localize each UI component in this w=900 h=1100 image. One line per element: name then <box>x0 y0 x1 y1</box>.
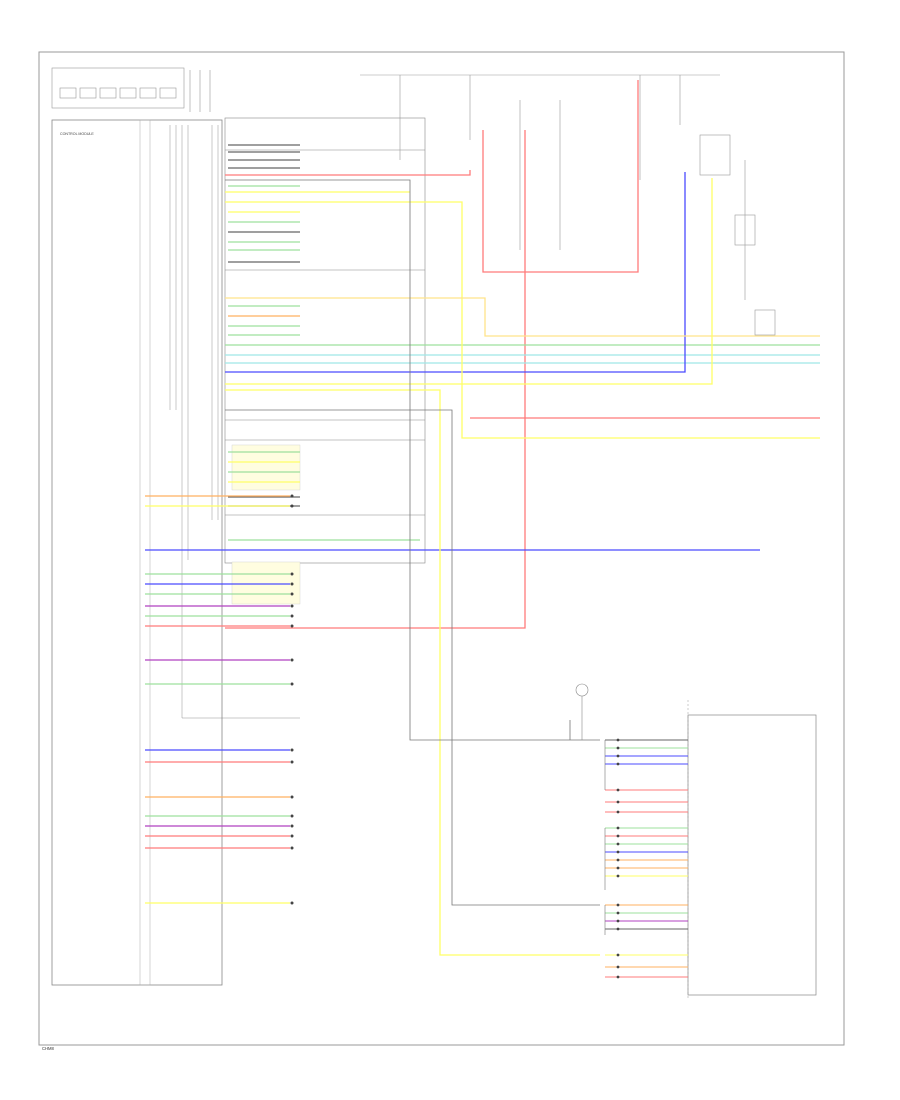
pin-terminal <box>616 953 620 957</box>
pin-terminal <box>616 800 620 804</box>
wire-terminal <box>290 624 294 628</box>
pin-terminal <box>616 842 620 846</box>
pin-terminal <box>616 858 620 862</box>
lower-left-wires <box>145 494 294 905</box>
pin-terminal <box>616 911 620 915</box>
wire-terminal <box>290 582 294 586</box>
ground-symbol <box>575 683 589 740</box>
red-wire-1 <box>225 170 471 176</box>
pin-terminal <box>616 754 620 758</box>
pin-terminal <box>616 762 620 766</box>
pin-terminal <box>616 810 620 814</box>
harness-bundle <box>169 125 300 719</box>
wire-terminal <box>290 824 294 828</box>
wire-terminal <box>290 494 294 498</box>
pin-terminal <box>616 927 620 931</box>
wire-terminal <box>290 748 294 752</box>
pin-terminal <box>616 746 620 750</box>
yellow-wire-3 <box>225 297 820 337</box>
red-wire-2 <box>225 130 526 629</box>
top-right-components <box>360 74 776 336</box>
wire-terminal <box>290 901 294 905</box>
left-module-label: CONTROL MODULE <box>60 132 94 136</box>
yellow-wire-4 <box>225 389 600 956</box>
wire-terminal <box>290 604 294 608</box>
pin-terminal <box>616 738 620 742</box>
wire-terminal <box>290 795 294 799</box>
connector-highlight-boxes <box>231 444 301 605</box>
blue-wire-2 <box>225 172 686 373</box>
pin-terminal <box>616 975 620 979</box>
gray-wire-2 <box>225 409 600 906</box>
right-control-module <box>687 700 817 1000</box>
pin-terminal <box>616 903 620 907</box>
pin-terminal <box>616 788 620 792</box>
pin-terminal <box>616 826 620 830</box>
yellow-wire-2 <box>225 201 820 439</box>
wire-terminal <box>290 572 294 576</box>
pin-terminal <box>616 874 620 878</box>
horizontal-wires <box>228 144 300 507</box>
wire-terminal <box>290 834 294 838</box>
wire-terminal <box>290 504 294 508</box>
header-connectors <box>51 67 211 112</box>
wire-terminal <box>290 592 294 596</box>
central-connector-column <box>224 117 426 564</box>
gray-wire-1 <box>225 179 600 741</box>
yellow-wire-5 <box>225 178 713 385</box>
pin-terminal <box>616 834 620 838</box>
wire-terminal <box>290 846 294 850</box>
right-module-wires <box>604 738 688 979</box>
diagram-frame <box>38 51 845 1046</box>
pin-terminal <box>616 965 620 969</box>
corner-label: CHM8 <box>42 1046 55 1051</box>
left-control-module <box>51 119 223 986</box>
wire-terminal <box>290 814 294 818</box>
red-wire-4 <box>482 80 639 273</box>
wire-terminal <box>290 682 294 686</box>
wire-terminal <box>290 614 294 618</box>
wire-terminal <box>290 760 294 764</box>
pin-terminal <box>616 919 620 923</box>
pin-terminal <box>616 866 620 870</box>
pin-terminal <box>616 850 620 854</box>
wire-terminal <box>290 658 294 662</box>
long-wire-runs <box>145 80 820 956</box>
